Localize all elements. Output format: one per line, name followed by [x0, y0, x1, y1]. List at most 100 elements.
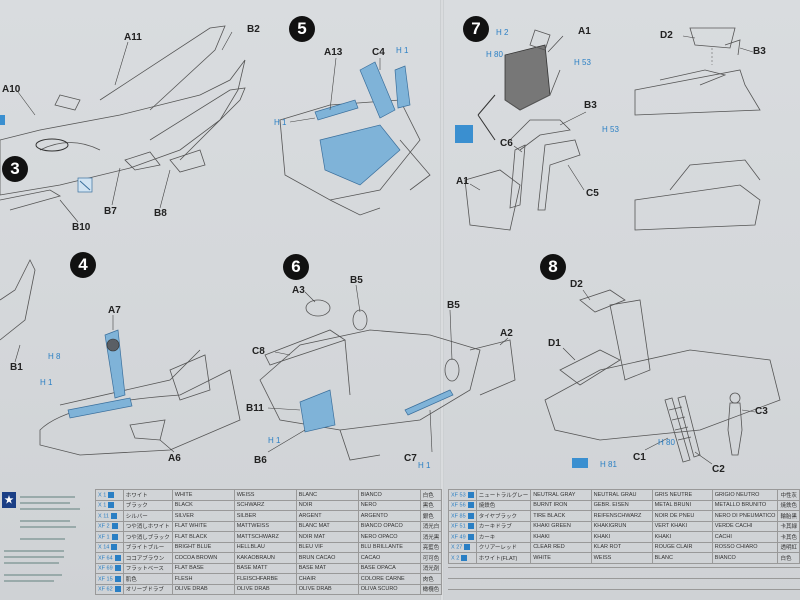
- paint-swatch-icon: [464, 544, 471, 551]
- paint-name-cn: 可可色: [419, 552, 443, 564]
- paint-code: XF 85: [448, 510, 477, 522]
- part-label: C7: [404, 453, 417, 464]
- paint-name-it: BIANCO OPACO: [357, 520, 421, 532]
- paint-swatch-icon: [110, 512, 117, 519]
- table-line: [448, 567, 800, 568]
- part-label: B5: [350, 275, 363, 286]
- paint-name-cn: 透明紅: [777, 541, 800, 553]
- paint-name-cn: 橄欖色: [419, 583, 443, 595]
- paint-ref: H 80: [658, 438, 675, 447]
- paint-name-de: OLIVE DRAB: [233, 583, 297, 595]
- paint-name-en: BURNT IRON: [530, 499, 592, 511]
- part-label: B5: [447, 300, 460, 311]
- paint-name-de: REIFENSCHWARZ: [590, 510, 653, 522]
- paint-code: XF 56: [448, 499, 477, 511]
- paint-code: X 27: [448, 541, 477, 553]
- part-label: C5: [586, 188, 599, 199]
- paint-swatch-icon: [111, 544, 118, 551]
- paint-name-en: BRIGHT BLUE: [171, 541, 235, 553]
- paint-name-jp: シルバー: [122, 510, 173, 522]
- paint-ref: H 1: [40, 378, 53, 387]
- paint-name-de: MATTWEISS: [233, 520, 297, 532]
- paint-name-de: KHAKI: [590, 531, 653, 543]
- paint-name-jp: タイヤブラック: [475, 510, 532, 522]
- table-line: [448, 589, 800, 590]
- paint-name-jp: ブラック: [122, 499, 173, 511]
- paint-code: XF 62: [95, 583, 124, 595]
- paint-swatch-icon: [114, 565, 121, 572]
- paint-name-en: FLAT WHITE: [171, 520, 235, 532]
- paint-code: XF 69: [95, 562, 124, 574]
- paint-name-en: KHAKI: [530, 531, 592, 543]
- part-label: C6: [500, 138, 513, 149]
- paint-name-jp: ホワイト(FLAT): [475, 552, 532, 564]
- paint-name-it: VERDE CACHI: [711, 520, 779, 532]
- paint-code: X 11: [95, 510, 124, 522]
- paint-name-en: SILVER: [171, 510, 235, 522]
- part-label: A2: [500, 328, 513, 339]
- paint-name-cn: 白色: [419, 489, 443, 501]
- paint-name-fr: NOIR MAT: [295, 531, 359, 543]
- paint-name-de: WEISS: [233, 489, 297, 501]
- paint-name-jp: カーキ: [475, 531, 532, 543]
- paint-name-fr: KHAKI: [651, 531, 713, 543]
- paint-name-fr: GRIS NEUTRE: [651, 489, 713, 501]
- paint-ref: H 53: [602, 125, 619, 134]
- paint-name-jp: クリアーレッド: [475, 541, 532, 553]
- paint-swatch-icon: [108, 502, 115, 509]
- paint-name-en: FLAT BASE: [171, 562, 235, 574]
- paint-name-en: NEUTRAL GRAY: [530, 489, 592, 501]
- paint-name-jp: ニュートラルグレー: [475, 489, 532, 501]
- paint-name-cn: 肉色: [419, 573, 443, 585]
- paint-name-fr: BLANC MAT: [295, 520, 359, 532]
- paint-name-it: GRIGIO NEUTRO: [711, 489, 779, 501]
- paint-name-cn: 白色: [777, 552, 800, 564]
- part-label: B10: [72, 222, 91, 233]
- paint-name-it: NERO: [357, 499, 421, 511]
- paint-name-jp: 肌色: [122, 573, 173, 585]
- paint-swatch-icon: [111, 523, 118, 530]
- part-label: B6: [254, 455, 267, 466]
- paint-name-de: WEISS: [590, 552, 653, 564]
- paint-name-en: FLESH: [171, 573, 235, 585]
- paint-code: XF 64: [95, 552, 124, 564]
- paint-swatch-icon: [467, 502, 474, 509]
- paint-name-it: BIANCO: [357, 489, 421, 501]
- paint-swatch-icon: [114, 575, 121, 582]
- paint-swatch-icon: [467, 491, 474, 498]
- paint-name-fr: BRUN CACAO: [295, 552, 359, 564]
- paint-name-it: NERO OPACO: [357, 531, 421, 543]
- paint-code: X 14: [95, 541, 124, 553]
- part-label: C3: [755, 406, 768, 417]
- paint-name-jp: つや消しブラック: [122, 531, 173, 543]
- part-label: B8: [154, 208, 167, 219]
- part-label: C8: [252, 346, 265, 357]
- part-label: B11: [246, 403, 264, 414]
- part-label: B2: [247, 24, 260, 35]
- part-label: D2: [570, 279, 583, 290]
- paint-name-de: SCHWARZ: [233, 499, 297, 511]
- step-number-6: 6: [283, 254, 309, 280]
- step4-landing-gear-drawing: [0, 259, 241, 456]
- paint-name-en: CLEAR RED: [530, 541, 592, 553]
- step-number-3: 3: [2, 156, 28, 182]
- paint-code: XF 51: [448, 520, 477, 532]
- paint-name-jp: ホワイト: [122, 489, 173, 501]
- part-label: A6: [168, 453, 181, 464]
- part-label: A1: [456, 176, 469, 187]
- paint-name-en: OLIVE DRAB: [171, 583, 235, 595]
- paint-ref: H 1: [418, 461, 431, 470]
- step3-fuselage-drawing: [0, 25, 246, 223]
- paint-name-it: OLIVA SCURO: [357, 583, 421, 595]
- paint-name-fr: ROUGE CLAIR: [651, 541, 713, 553]
- paint-code: X 2: [448, 552, 477, 564]
